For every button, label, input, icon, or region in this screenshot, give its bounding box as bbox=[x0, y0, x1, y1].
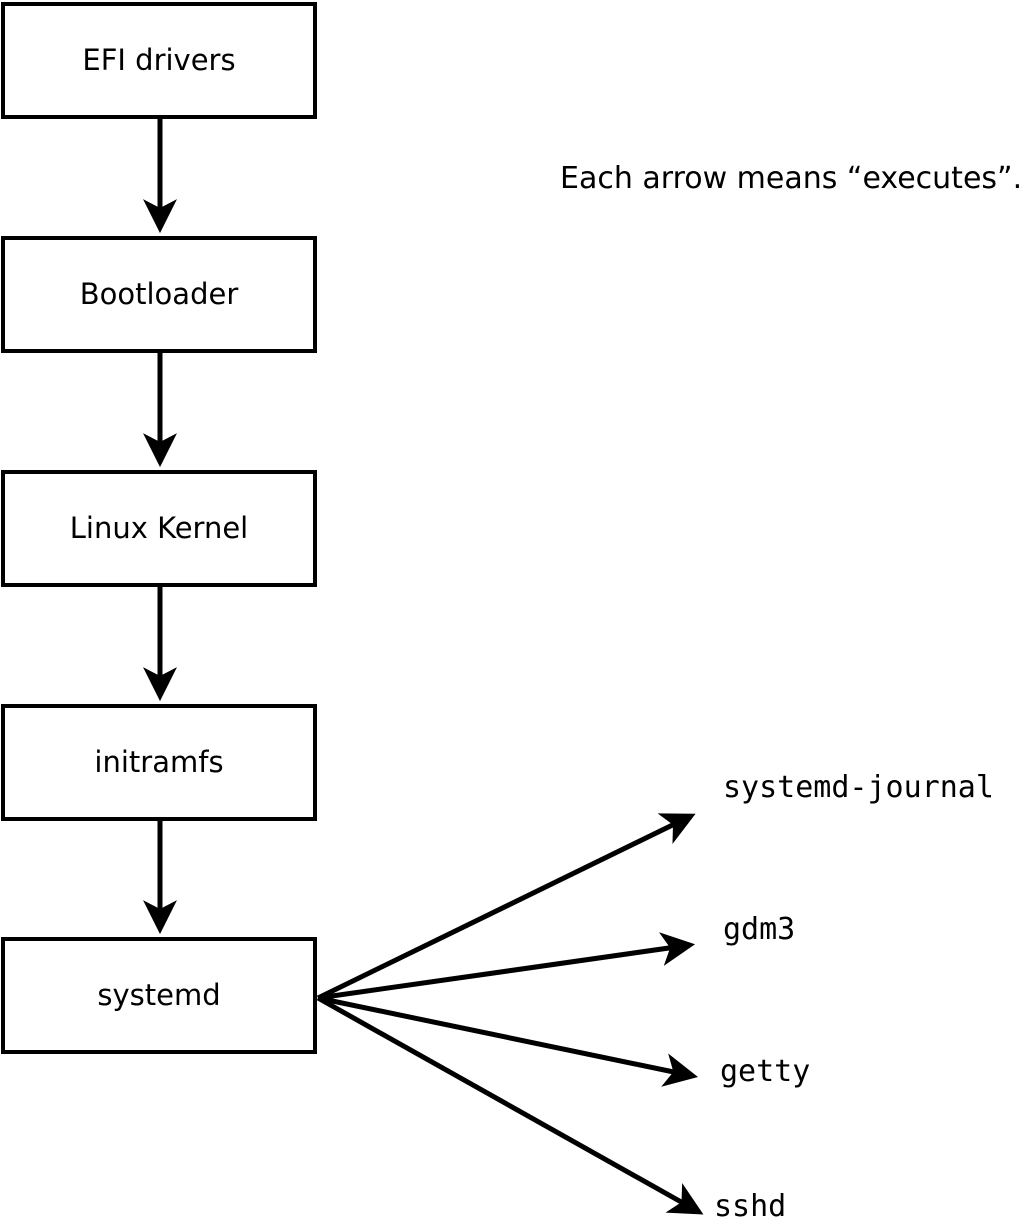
arrow-legend-caption: Each arrow means “executes”. bbox=[560, 161, 1023, 196]
arrow-systemd-to-sshd bbox=[316, 995, 704, 1215]
target-sshd: sshd bbox=[714, 1189, 787, 1224]
node-efi-drivers-label: EFI drivers bbox=[82, 43, 236, 77]
node-initramfs-label: initramfs bbox=[94, 745, 224, 779]
node-efi-drivers: EFI drivers bbox=[1, 2, 317, 119]
target-gdm3: gdm3 bbox=[723, 912, 796, 947]
node-systemd-label: systemd bbox=[97, 978, 221, 1012]
target-getty: getty bbox=[720, 1054, 811, 1089]
arrow-systemd-to-gdm3 bbox=[317, 932, 696, 1001]
node-initramfs: initramfs bbox=[1, 704, 317, 821]
target-systemd-journal: systemd-journal bbox=[723, 770, 994, 805]
node-bootloader: Bootloader bbox=[1, 236, 317, 353]
node-linux-kernel-label: Linux Kernel bbox=[69, 511, 249, 545]
node-bootloader-label: Bootloader bbox=[79, 277, 239, 311]
node-linux-kernel: Linux Kernel bbox=[1, 470, 317, 587]
arrow-systemd-to-getty bbox=[317, 995, 698, 1087]
arrow-systemd-to-journal bbox=[316, 813, 696, 1001]
node-systemd: systemd bbox=[1, 937, 317, 1054]
